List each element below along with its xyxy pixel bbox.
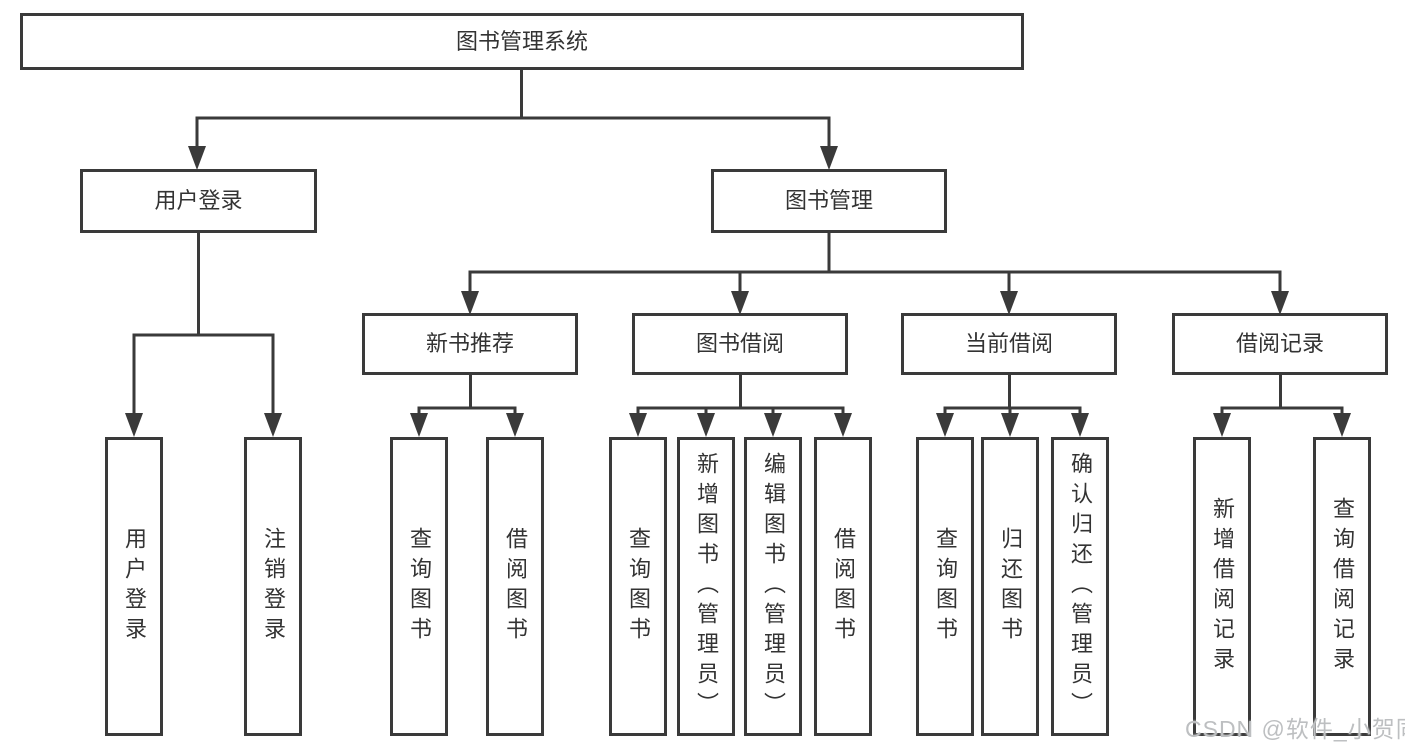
leaf-query-borrow-record: 查询借阅记录 — [1313, 437, 1371, 736]
node-current-borrowing: 当前借阅 — [901, 313, 1117, 375]
leaf-label: 查询借阅记录 — [1330, 496, 1355, 677]
leaf-borrow-books-borrowing: 借阅图书 — [814, 437, 872, 736]
node-label: 借阅记录 — [1235, 331, 1324, 356]
leaf-label: 新增图书（管理员） — [694, 451, 719, 722]
leaf-label: 归还图书 — [998, 526, 1023, 647]
leaf-user-login: 用户登录 — [105, 437, 163, 736]
node-book-borrowing: 图书借阅 — [632, 313, 848, 375]
leaf-confirm-return-admin: 确认归还（管理员） — [1051, 437, 1109, 736]
node-label: 图书管理 — [784, 188, 873, 213]
leaf-return-books: 归还图书 — [981, 437, 1039, 736]
leaf-label: 查询图书 — [407, 526, 432, 647]
leaf-query-books-recommend: 查询图书 — [390, 437, 448, 736]
node-book-management: 图书管理 — [711, 169, 947, 233]
leaf-label: 编辑图书（管理员） — [761, 451, 786, 722]
csdn-watermark: CSDN @软件_小贺同学 — [1185, 716, 1405, 742]
node-label: 用户登录 — [154, 188, 243, 213]
node-label: 图书借阅 — [695, 331, 784, 356]
leaf-label: 借阅图书 — [503, 526, 528, 647]
leaf-label: 查询图书 — [626, 526, 651, 647]
node-user-login: 用户登录 — [80, 169, 317, 233]
leaf-add-borrow-record: 新增借阅记录 — [1193, 437, 1251, 736]
node-label: 图书管理系统 — [455, 28, 588, 54]
node-library-management-system: 图书管理系统 — [20, 13, 1024, 70]
leaf-label: 用户登录 — [122, 526, 147, 647]
leaf-logout: 注销登录 — [244, 437, 302, 736]
node-new-book-recommendation: 新书推荐 — [362, 313, 578, 375]
leaf-query-books-current: 查询图书 — [916, 437, 974, 736]
node-borrowing-records: 借阅记录 — [1172, 313, 1388, 375]
leaf-edit-books-admin: 编辑图书（管理员） — [744, 437, 802, 736]
leaf-query-books-borrowing: 查询图书 — [609, 437, 667, 736]
leaf-label: 查询图书 — [933, 526, 958, 647]
leaf-label: 新增借阅记录 — [1210, 496, 1235, 677]
node-label: 当前借阅 — [964, 331, 1053, 356]
leaf-add-books-admin: 新增图书（管理员） — [677, 437, 735, 736]
leaf-borrow-books-recommend: 借阅图书 — [486, 437, 544, 736]
leaf-label: 确认归还（管理员） — [1068, 451, 1093, 722]
node-label: 新书推荐 — [425, 331, 514, 356]
leaf-label: 借阅图书 — [831, 526, 856, 647]
leaf-label: 注销登录 — [261, 526, 286, 647]
